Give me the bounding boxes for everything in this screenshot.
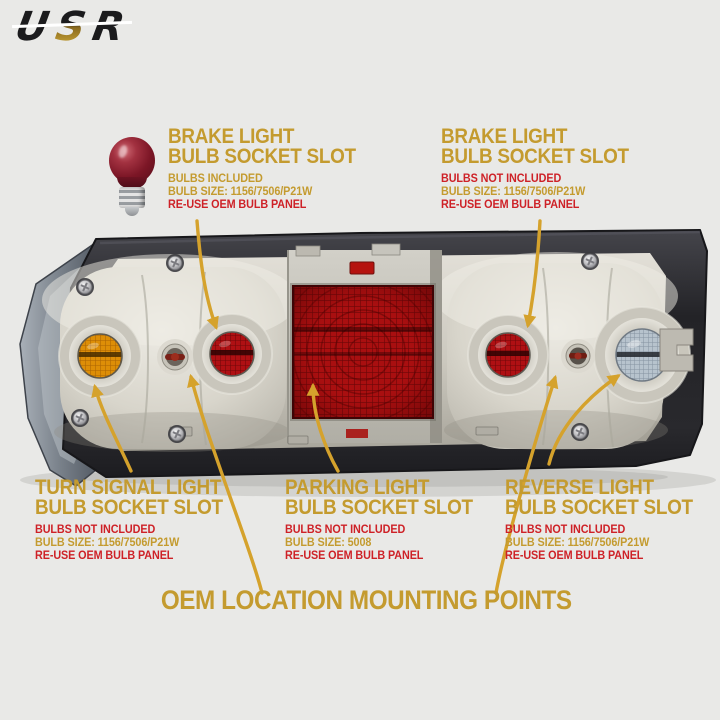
arrow-brake-right: [523, 219, 542, 329]
panel-clip: [371, 243, 401, 256]
turn-signal-lens-group: [58, 314, 142, 398]
screw: [570, 422, 590, 442]
bulb-tip: [125, 207, 139, 216]
callout-parking: PARKING LIGHT BULB SOCKET SLOT BULBS NOT…: [285, 476, 473, 562]
callout-detail-line: RE-USE OEM BULB PANEL: [505, 548, 644, 562]
panel-clip: [295, 245, 321, 257]
callout-title-line: BULB SOCKET SLOT: [441, 145, 629, 168]
callout-title-line: BRAKE LIGHT: [168, 125, 295, 148]
callout-detail-line: BULB SIZE: 1156/7506/P21W: [441, 184, 586, 198]
callout-title-line: BULB SOCKET SLOT: [285, 496, 473, 519]
bulb-glass: [109, 137, 155, 184]
brake-bulb-image: [106, 137, 158, 219]
bowl-crease: [141, 274, 149, 444]
arrow-turn-signal: [91, 383, 133, 473]
callout-title-line: BULB SOCKET SLOT: [505, 496, 693, 519]
top-edge-highlight: [99, 230, 701, 245]
bulb-shoulder: [117, 177, 147, 188]
screw: [167, 424, 187, 444]
callout-detail-line: RE-USE OEM BULB PANEL: [441, 197, 580, 211]
metal-clip: [287, 435, 309, 445]
screw: [70, 408, 90, 428]
callout-turn-signal: TURN SIGNAL LIGHT BULB SOCKET SLOT BULBS…: [35, 476, 223, 562]
screw: [75, 277, 95, 297]
footer-label: OEM LOCATION MOUNTING POINTS: [160, 585, 572, 615]
callout-detail-line: BULB SIZE: 1156/7506/P21W: [505, 535, 650, 549]
metal-clip: [475, 426, 499, 436]
brake-lens-right-group: [467, 314, 549, 396]
callout-title-line: BULB SOCKET SLOT: [35, 496, 223, 519]
callout-title-line: PARKING LIGHT: [285, 476, 430, 499]
bulb-base: [119, 187, 145, 208]
callout-brake-left: BRAKE LIGHT BULB SOCKET SLOT BULBS INCLU…: [168, 125, 356, 211]
callout-arrows: [91, 219, 621, 595]
callout-detail-line: BULB SIZE: 1156/7506/P21W: [168, 184, 313, 198]
callout-title-line: REVERSE LIGHT: [505, 476, 654, 499]
callout-title-line: BULB SOCKET SLOT: [168, 145, 356, 168]
callout-detail-line: BULBS NOT INCLUDED: [35, 522, 156, 536]
callout-detail-line: BULBS NOT INCLUDED: [505, 522, 626, 536]
callout-detail-line: BULB SIZE: 5008: [285, 535, 372, 549]
callout-detail-line: RE-USE OEM BULB PANEL: [35, 548, 174, 562]
arrow-parking: [306, 382, 340, 473]
callout-detail-line: BULBS NOT INCLUDED: [285, 522, 406, 536]
screw: [165, 253, 185, 273]
arrow-oem-left: [187, 373, 264, 595]
arrow-brake-left: [195, 219, 219, 331]
bulb-socket-left: [157, 339, 193, 375]
screw: [580, 251, 600, 271]
callout-detail-line: RE-USE OEM BULB PANEL: [285, 548, 424, 562]
callout-title-line: TURN SIGNAL LIGHT: [35, 476, 222, 499]
logo-slit: [12, 20, 133, 29]
brake-lens-left-group: [191, 313, 273, 395]
callout-detail-line: BULBS INCLUDED: [168, 171, 263, 185]
bulb-socket-right: [561, 339, 595, 373]
callout-title-line: BRAKE LIGHT: [441, 125, 568, 148]
mounting-tab: [659, 328, 694, 372]
parking-lens-vignette: [293, 286, 433, 418]
footer: OEM LOCATION MOUNTING POINTS: [0, 585, 720, 616]
brand-logo: U S R: [12, 4, 133, 50]
callout-detail-line: RE-USE OEM BULB PANEL: [168, 197, 307, 211]
red-indicator: [349, 261, 375, 275]
red-indicator-bottom: [346, 429, 368, 438]
parking-lens-border: [292, 285, 434, 419]
arrow-reverse: [547, 374, 621, 466]
callout-brake-right: BRAKE LIGHT BULB SOCKET SLOT BULBS NOT I…: [441, 125, 629, 211]
arrow-oem-right: [494, 374, 559, 595]
callout-reverse: REVERSE LIGHT BULB SOCKET SLOT BULBS NOT…: [505, 476, 693, 562]
callout-detail-line: BULB SIZE: 1156/7506/P21W: [35, 535, 180, 549]
callout-detail-line: BULBS NOT INCLUDED: [441, 171, 562, 185]
